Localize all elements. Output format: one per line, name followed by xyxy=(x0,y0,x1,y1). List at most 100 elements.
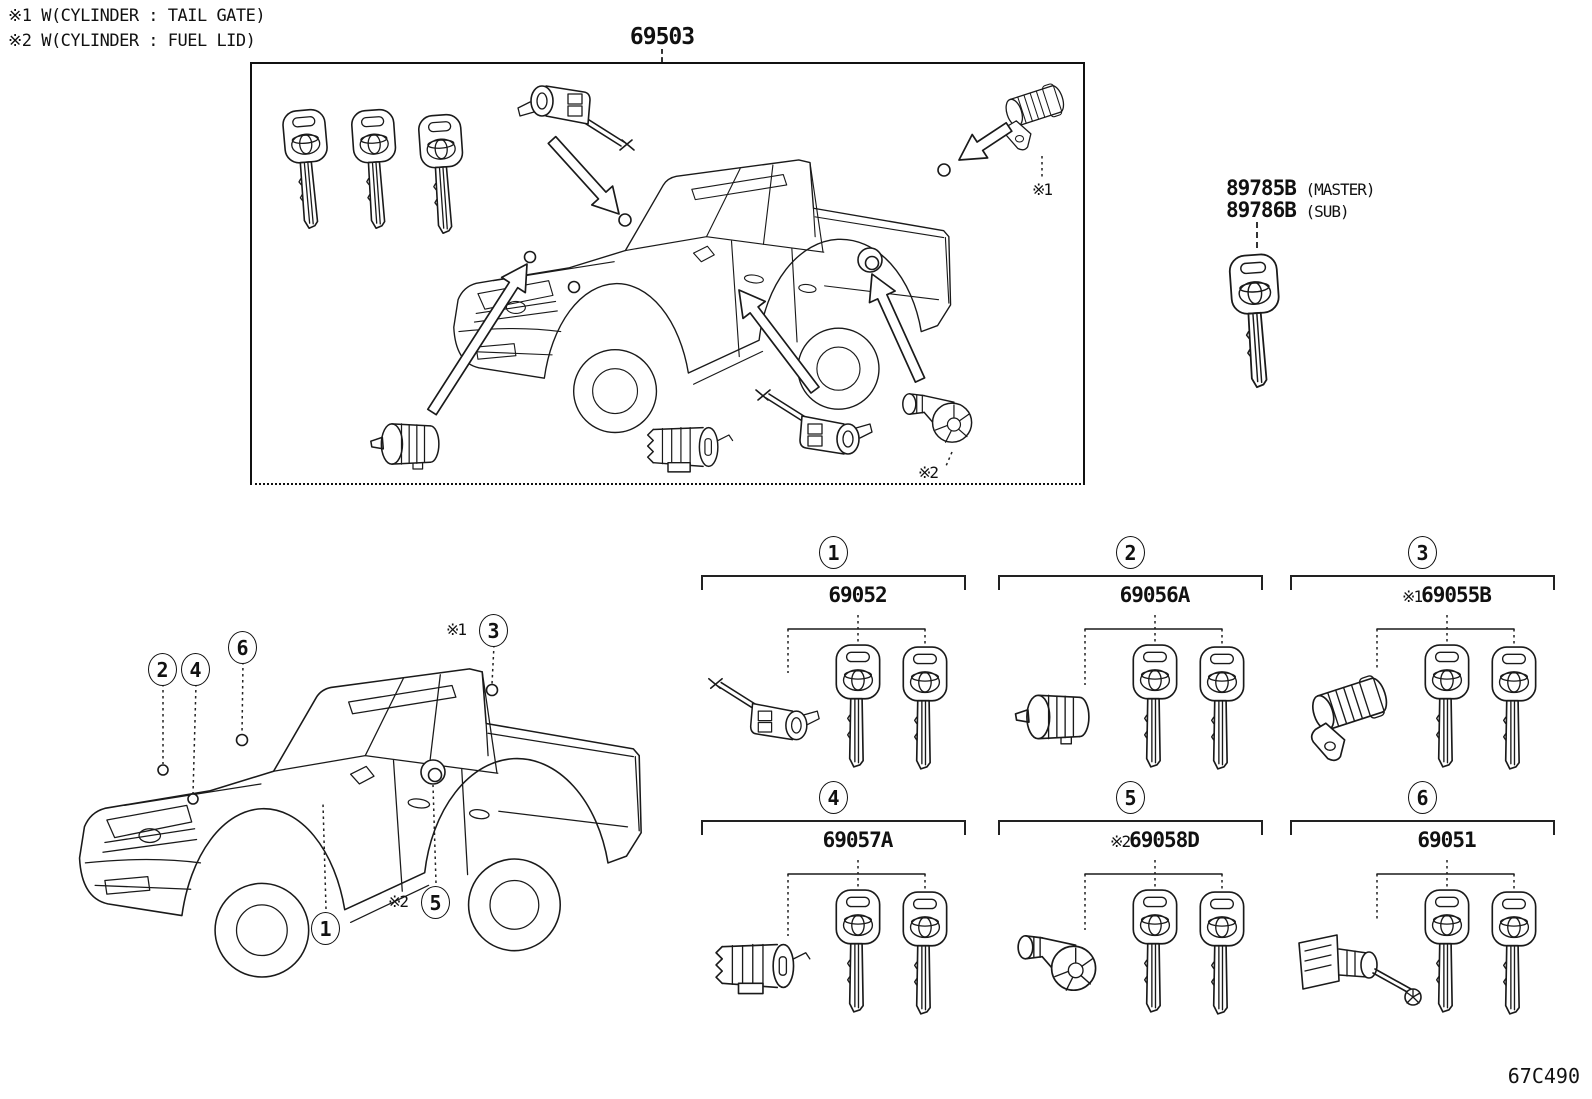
part-number[interactable]: 69057A xyxy=(822,828,894,852)
part-number[interactable]: 69058D xyxy=(1129,828,1200,852)
callout-circle-2[interactable]: 2 xyxy=(148,653,177,686)
callout-circle-3[interactable]: 3 xyxy=(479,614,508,647)
lock-point-dot xyxy=(523,250,537,264)
master-key-leader xyxy=(1256,222,1258,248)
panel-refmark: ※2 xyxy=(1110,832,1131,851)
part-panel-6: 6 69051 xyxy=(1289,775,1556,1030)
part-panel-2: 2 69056A xyxy=(997,530,1264,785)
panel-number-circle: 6 xyxy=(1408,781,1437,814)
callout-leader-3 xyxy=(491,644,495,685)
panel-bracket xyxy=(1290,820,1555,835)
master-key-drawing xyxy=(1227,252,1286,390)
fuel-lid-ring-inner xyxy=(427,767,443,783)
sub-key-part-number[interactable]: 89786B xyxy=(1226,198,1297,222)
ref2-leader xyxy=(945,451,953,467)
callout-5-refmark: ※2 xyxy=(388,892,409,911)
key-icon xyxy=(1424,889,1470,1013)
master-key-type: (MASTER) xyxy=(1305,180,1376,199)
panel-number-circle: 4 xyxy=(819,781,848,814)
fuel-lid-cylinder-icon xyxy=(1017,934,1097,992)
pickup-truck-drawing xyxy=(78,668,642,978)
panel-refmark: ※1 xyxy=(1402,587,1423,606)
panel-part-drawing xyxy=(1307,615,1537,770)
key-icon xyxy=(350,107,402,231)
panel-part-drawing xyxy=(715,860,948,1015)
panel-number-circle: 2 xyxy=(1116,536,1145,569)
callout-leader-5 xyxy=(432,784,437,884)
lock-point-dot xyxy=(235,733,249,747)
main-assembly-drawing xyxy=(281,80,1068,473)
ignition-cylinder-icon xyxy=(646,426,734,473)
key-icon xyxy=(902,646,948,770)
panel-part-drawing xyxy=(708,615,948,770)
callout-leader-1 xyxy=(322,803,327,910)
fuel-lid-ring-inner xyxy=(864,255,880,271)
callout-3-refmark: ※1 xyxy=(446,620,467,639)
callout-circle-1[interactable]: 1 xyxy=(311,912,340,945)
master-key-line: 89785B (MASTER) xyxy=(1226,176,1376,200)
lock-point-dot xyxy=(485,683,499,697)
panel-bracket xyxy=(701,575,966,590)
footnote-tailgate: ※1 W(CYLINDER : TAIL GATE) xyxy=(8,6,266,26)
key-icon xyxy=(281,107,335,231)
sub-key-line: 89786B (SUB) xyxy=(1226,198,1350,222)
panel-bracket xyxy=(1290,575,1555,590)
install-arrow xyxy=(868,273,926,383)
key-icon xyxy=(1491,646,1537,770)
door-lock-cylinder-icon xyxy=(755,389,873,455)
master-key-part-number[interactable]: 89785B xyxy=(1226,176,1297,200)
key-icon xyxy=(1199,646,1245,770)
key-icon xyxy=(835,644,881,768)
part-number[interactable]: 69052 xyxy=(828,583,887,607)
part-number[interactable]: 69055B xyxy=(1421,583,1492,607)
key-icon xyxy=(1491,891,1537,1015)
panel-bracket xyxy=(998,820,1263,835)
diagram-code: 67C490 xyxy=(1507,1064,1580,1088)
key-icon xyxy=(1132,889,1178,1013)
callout-leader-4 xyxy=(192,683,197,795)
install-arrow xyxy=(738,289,820,394)
lock-point-dot xyxy=(567,280,581,294)
part-number[interactable]: 69056A xyxy=(1119,583,1191,607)
key-icon xyxy=(417,112,469,236)
key-icon xyxy=(1132,644,1178,768)
callout-leader-6 xyxy=(241,661,244,735)
panel-bracket xyxy=(998,575,1263,590)
ref1-label: ※1 xyxy=(1032,180,1053,199)
main-assembly-box: ※1 ※2 xyxy=(250,62,1085,485)
door-lock-cylinder-icon xyxy=(1298,934,1422,1006)
panel-part-drawing xyxy=(1298,860,1537,1015)
tailgate-cylinder-icon xyxy=(1001,80,1068,151)
ignition-cylinder-icon xyxy=(715,943,811,995)
panel-number-circle: 1 xyxy=(819,536,848,569)
part-panel-1: 1 69052 xyxy=(700,530,967,785)
callout-vehicle-block xyxy=(55,598,655,1028)
panel-number-circle: 5 xyxy=(1116,781,1145,814)
part-number[interactable]: 69051 xyxy=(1417,828,1476,852)
door-lock-cylinder-with-rod-icon xyxy=(708,677,820,741)
key-icon xyxy=(1424,644,1470,768)
panel-part-drawing xyxy=(1014,615,1245,770)
install-arrow xyxy=(958,121,1013,161)
lock-point-dot xyxy=(157,764,169,776)
sub-key-type: (SUB) xyxy=(1305,202,1350,221)
panel-number-circle: 3 xyxy=(1408,536,1437,569)
key-icon xyxy=(1199,891,1245,1015)
callout-circle-6[interactable]: 6 xyxy=(228,631,257,664)
part-panel-5: 5 ※269058D xyxy=(997,775,1264,1030)
glovebox-cylinder-icon xyxy=(370,423,440,470)
door-lock-cylinder-with-rod-icon xyxy=(517,85,635,151)
panel-bracket xyxy=(701,820,966,835)
glovebox-cylinder-icon xyxy=(1014,694,1090,745)
lock-point-dot xyxy=(618,213,632,227)
assembly-leader-line xyxy=(661,49,663,62)
fuel-lid-cylinder-icon xyxy=(902,393,973,443)
callout-circle-5[interactable]: 5 xyxy=(421,886,450,919)
assembly-part-number[interactable]: 69503 xyxy=(629,24,695,50)
part-panel-4: 4 69057A xyxy=(700,775,967,1030)
tailgate-cylinder-icon xyxy=(1307,672,1392,762)
callout-circle-4[interactable]: 4 xyxy=(181,653,210,686)
lock-point-dot xyxy=(937,163,951,177)
key-icon xyxy=(835,889,881,1013)
